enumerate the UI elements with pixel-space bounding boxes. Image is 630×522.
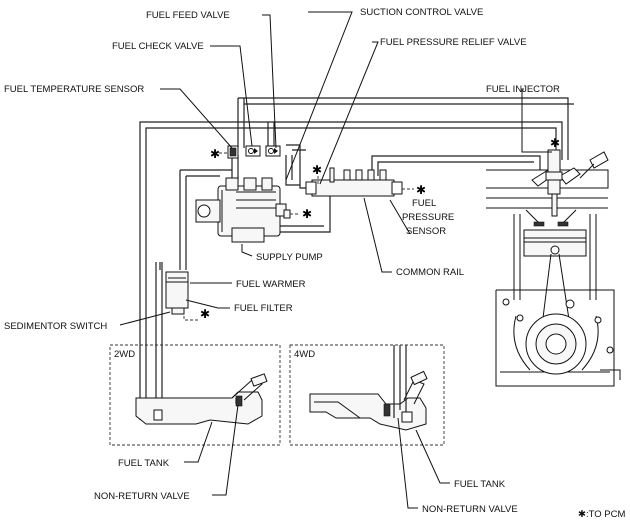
label-fuel-injector: FUEL INJECTOR — [486, 84, 560, 95]
labels: FUEL FEED VALVE SUCTION CONTROL VALVE FU… — [4, 7, 625, 520]
label-common-rail: COMMON RAIL — [396, 267, 464, 278]
label-fuel-feed-valve: FUEL FEED VALVE — [146, 10, 230, 21]
fuel-piping — [139, 97, 574, 420]
pcm-marker: ✱ — [302, 207, 312, 221]
label-suction-control-valve: SUCTION CONTROL VALVE — [360, 7, 483, 18]
common-rail — [305, 167, 403, 197]
pcm-marker: ✱ — [200, 307, 210, 321]
leader-lines — [119, 11, 552, 509]
pcm-connections — [183, 142, 557, 321]
pcm-marker: ✱ — [312, 163, 322, 177]
label-fuel-filter: FUEL FILTER — [234, 303, 293, 314]
label-fuel-warmer: FUEL WARMER — [236, 279, 306, 290]
label-fuel-pressure-sensor-line2: PRESSURE — [402, 212, 454, 223]
label-fuel-temperature-sensor: FUEL TEMPERATURE SENSOR — [4, 84, 144, 95]
label-4wd: 4WD — [294, 349, 315, 360]
label-non-return-valve-4wd: NON-RETURN VALVE — [422, 504, 518, 515]
pcm-marker: ✱ — [210, 147, 220, 161]
label-fuel-tank-4wd: FUEL TANK — [454, 479, 506, 490]
label-supply-pump: SUPPLY PUMP — [256, 252, 323, 263]
pcm-markers: ✱ ✱ ✱ ✱ ✱ ✱ — [200, 136, 560, 321]
pcm-marker: ✱ — [416, 183, 426, 197]
label-to-pcm-note: ✱:TO PCM — [578, 509, 625, 520]
label-fuel-pressure-relief-valve: FUEL PRESSURE RELIEF VALVE — [380, 37, 527, 48]
box-4wd — [289, 344, 445, 446]
fuel-tank-4wd — [309, 345, 428, 431]
label-fuel-pressure-sensor-line3: SENSOR — [406, 226, 446, 237]
fuel-feed-valve — [265, 145, 281, 157]
engine — [486, 149, 621, 387]
label-sedimentor-switch: SEDIMENTOR SWITCH — [4, 321, 107, 332]
label-fuel-pressure-sensor-line1: FUEL — [412, 198, 436, 209]
label-fuel-check-valve: FUEL CHECK VALVE — [112, 41, 204, 52]
label-non-return-valve-2wd: NON-RETURN VALVE — [94, 491, 190, 502]
label-fuel-tank-2wd: FUEL TANK — [118, 458, 170, 469]
pcm-marker: ✱ — [550, 136, 560, 150]
box-2wd — [109, 344, 281, 446]
fuel-check-valve — [245, 145, 261, 157]
fuel-temperature-sensor — [227, 145, 239, 159]
fuel-tank-2wd — [135, 373, 268, 425]
label-2wd: 2WD — [114, 349, 135, 360]
fuel-filter — [165, 271, 189, 315]
supply-pump — [195, 177, 291, 243]
